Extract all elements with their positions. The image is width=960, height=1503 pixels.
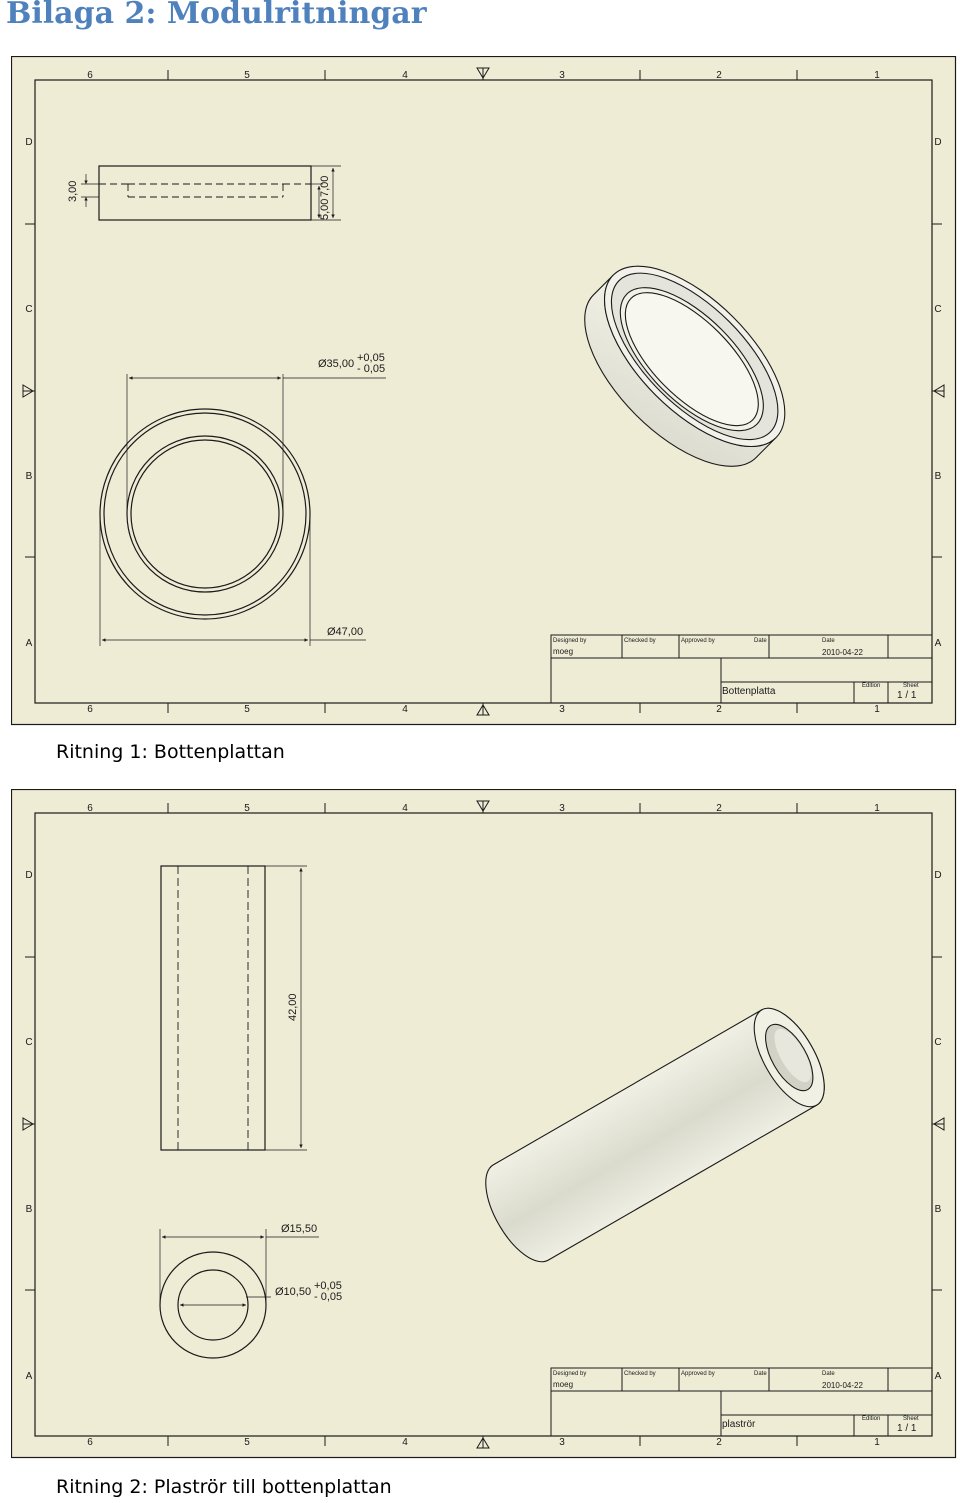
title-block [550,634,933,704]
tb-date: 2010-04-22 [822,648,863,657]
sheet-outer-border [11,56,957,726]
zone-row-label: B [935,1204,942,1215]
tb-part-name: Bottenplatta [722,686,776,697]
dimension-text: Ø10,50 [275,1286,311,1298]
tolerance-upper: +0,05 [314,1280,342,1292]
zone-col-label: 4 [402,803,408,814]
zone-col-label: 3 [559,704,565,715]
dimension-text: Ø35,00 [318,358,354,370]
tb-checked-by-label: Checked by [624,638,656,644]
zone-col-label: 6 [87,704,93,715]
page-title: Bilaga 2: Modulritningar [6,0,427,31]
zone-row-label: A [935,638,942,649]
tolerance-upper: +0,05 [357,352,385,364]
tb-approved-by-label: Approved by [681,638,715,644]
zone-col-label: 5 [244,1437,250,1448]
zone-col-label: 2 [716,704,722,715]
zone-row-label: D [934,870,941,881]
drawing-sheet-2-canvas: 6 5 4 3 2 1 6 5 4 3 2 1 D C B A D C B A [11,789,957,1459]
zone-col-label: 6 [87,1437,93,1448]
zone-col-label: 2 [716,70,722,81]
tb-approved-by-label: Approved by [681,1371,715,1377]
tolerance-lower: - 0,05 [314,1291,342,1303]
isometric-view [584,265,786,467]
dimension-text: Ø15,50 [281,1223,317,1235]
zone-row-label: A [935,1371,942,1382]
zone-col-label: 2 [716,803,722,814]
zone-row-label: B [26,471,33,482]
zone-ticks [25,803,942,1446]
tb-edition-label: Edition [862,683,880,689]
zone-row-label: A [26,1371,33,1382]
tb-sheet-label: Sheet [903,1416,919,1422]
top-view [99,374,386,646]
tb-designer: moeg [553,647,573,656]
drawing-caption: Ritning 1: Bottenplattan [56,741,285,763]
zone-row-label: B [26,1204,33,1215]
tb-sheet-label: Sheet [903,683,919,689]
title-block [550,1367,933,1437]
tb-designer: moeg [553,1380,573,1389]
centering-marks [22,67,945,716]
front-view [160,865,307,1151]
tb-date-label: Date [822,638,835,644]
zone-col-label: 3 [559,803,565,814]
zone-row-label: C [934,1037,941,1048]
zone-col-label: 3 [559,1437,565,1448]
tb-sheet-number: 1 / 1 [897,1423,917,1434]
zone-row-label: A [26,638,33,649]
zone-col-label: 5 [244,70,250,81]
zone-ticks [25,70,942,713]
tb-sheet-number: 1 / 1 [897,690,917,701]
tolerance-lower: - 0,05 [357,363,385,375]
zone-col-label: 5 [244,803,250,814]
sheet-outer-border [11,789,957,1459]
tb-edition-label: Edition [862,1416,880,1422]
isometric-view [485,1007,825,1263]
tb-designed-by-label: Designed by [553,638,586,644]
dimension-text: 42,00 [287,993,299,1021]
tb-date-label: Date [754,638,767,644]
tb-date-label: Date [822,1371,835,1377]
zone-col-label: 4 [402,704,408,715]
zone-row-label: C [25,304,32,315]
zone-col-label: 1 [874,803,880,814]
zone-row-label: D [934,137,941,148]
zone-col-label: 1 [874,704,880,715]
side-view [81,165,341,221]
zone-col-label: 5 [244,704,250,715]
tb-checked-by-label: Checked by [624,1371,656,1377]
zone-col-label: 6 [87,803,93,814]
drawing-caption: Ritning 2: Plaströr till bottenplattan [56,1476,392,1498]
zone-row-label: C [25,1037,32,1048]
dimension-text: 5,00 [319,199,331,220]
dimension-text: Ø47,00 [327,626,363,638]
dimension-text: 7,00 [319,176,331,197]
drawing-sheet-1: 6 5 4 3 2 1 6 5 4 3 2 1 D C B A D C B A [11,56,957,726]
centering-marks [22,800,945,1449]
tb-date: 2010-04-22 [822,1381,863,1390]
zone-col-label: 3 [559,70,565,81]
drawing-sheet-2: 6 5 4 3 2 1 6 5 4 3 2 1 D C B A D C B A [11,789,957,1459]
dimension-text: 3,00 [67,181,79,202]
zone-col-label: 1 [874,1437,880,1448]
zone-col-label: 2 [716,1437,722,1448]
zone-row-label: B [935,471,942,482]
zone-col-label: 4 [402,1437,408,1448]
zone-col-label: 4 [402,70,408,81]
tb-part-name: plaströr [722,1419,756,1430]
zone-row-label: D [25,137,32,148]
zone-col-label: 6 [87,70,93,81]
zone-col-label: 1 [874,70,880,81]
zone-row-label: D [25,870,32,881]
drawing-sheet-1-canvas: 6 5 4 3 2 1 6 5 4 3 2 1 D C B A D C B A [11,56,957,726]
tb-designed-by-label: Designed by [553,1371,586,1377]
top-view [159,1229,319,1359]
tb-date-label: Date [754,1371,767,1377]
zone-row-label: C [934,304,941,315]
